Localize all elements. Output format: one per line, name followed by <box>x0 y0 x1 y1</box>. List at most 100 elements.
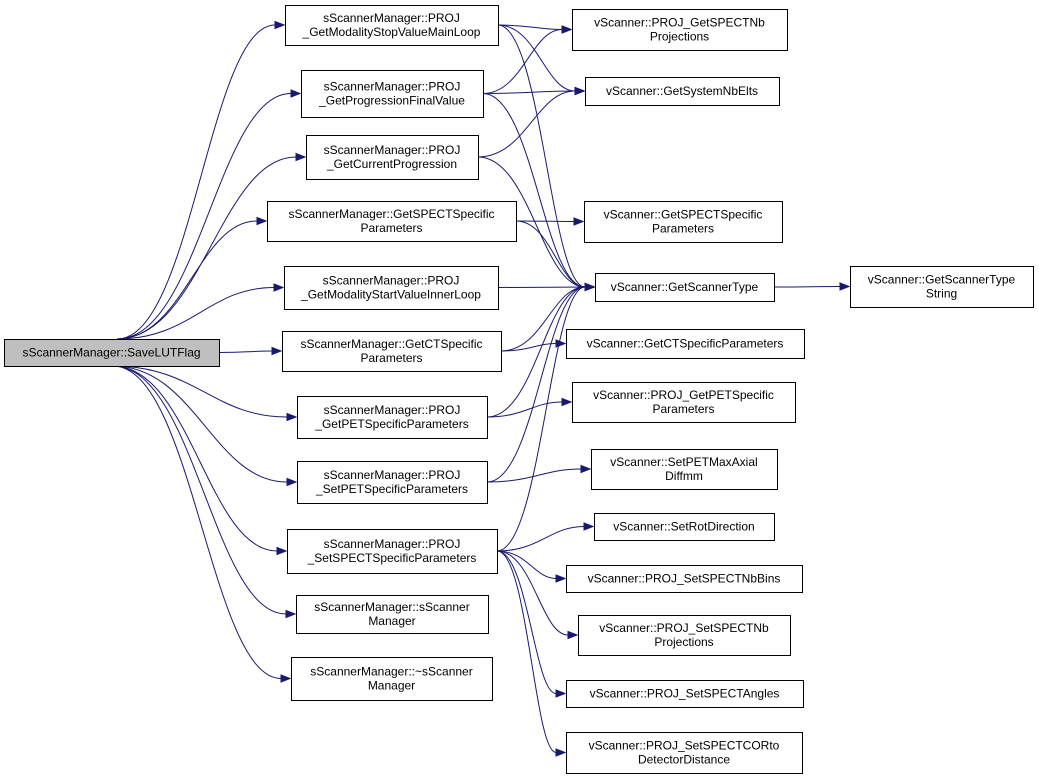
node-root[interactable]: sScannerManager::SaveLUTFlag <box>4 339 220 367</box>
node-label: Parameters <box>360 221 422 235</box>
node-gcp[interactable]: sScannerManager::PROJ_GetCurrentProgress… <box>306 135 479 180</box>
node-box[interactable] <box>267 201 517 242</box>
edge-line <box>496 286 586 552</box>
node-gmst[interactable]: sScannerManager::PROJ_GetModalityStartVa… <box>284 266 499 310</box>
node-v_nbbins[interactable]: vScanner::PROJ_SetSPECTNbBins <box>566 565 803 593</box>
node-box[interactable] <box>301 70 484 118</box>
arrowhead-icon <box>274 20 286 30</box>
node-gmsv[interactable]: sScannerManager::PROJ_GetModalityStopVal… <box>285 5 499 46</box>
edge-root-to-gpfv <box>116 89 302 340</box>
node-v_ct[interactable]: vScanner::GetCTSpecificParameters <box>566 329 805 359</box>
arrowhead-icon <box>555 748 567 757</box>
edge-line <box>496 526 585 552</box>
node-box[interactable] <box>282 331 502 372</box>
node-box[interactable] <box>595 273 775 302</box>
arrowhead-icon <box>273 283 285 292</box>
arrowhead-icon <box>271 346 283 356</box>
node-label: sScannerManager::SaveLUTFlag <box>22 346 200 360</box>
edge-line <box>773 286 841 288</box>
edge-gcp-to-v_nbelts <box>477 86 586 158</box>
node-label: Parameters <box>652 402 714 416</box>
node-box[interactable] <box>566 680 804 708</box>
node-v_type[interactable]: vScanner::GetScannerType <box>595 273 775 302</box>
node-box[interactable] <box>572 382 796 423</box>
node-box[interactable] <box>285 5 499 46</box>
node-v_pet[interactable]: vScanner::PROJ_GetPETSpecificParameters <box>572 382 796 423</box>
edge-gpet-to-v_pet <box>486 397 573 418</box>
node-ctor[interactable]: sScannerManager::sScannerManager <box>296 595 489 634</box>
node-label: sScannerManager::PROJ <box>324 80 461 94</box>
edge-line <box>477 156 586 288</box>
arrowhead-icon <box>839 282 851 291</box>
node-label: vScanner::GetSystemNbElts <box>606 84 758 98</box>
node-v_angles[interactable]: vScanner::PROJ_SetSPECTAngles <box>566 680 804 708</box>
node-box[interactable] <box>585 77 780 106</box>
node-gctp[interactable]: sScannerManager::GetCTSpecificParameters <box>282 331 502 372</box>
edge-line <box>112 365 287 615</box>
edge-line <box>116 220 258 340</box>
node-label: vScanner::PROJ_GetPETSpecific <box>593 388 774 402</box>
edge-line <box>496 550 557 694</box>
node-box[interactable] <box>297 396 488 439</box>
node-label: _SetPETSpecificParameters <box>315 482 468 496</box>
node-label: sScannerManager::PROJ <box>324 403 461 417</box>
node-label: Projections <box>654 635 713 649</box>
edge-sspect-to-v_cor <box>496 550 567 757</box>
node-v_rot[interactable]: vScanner::SetRotDirection <box>594 513 775 541</box>
node-v_nbelts[interactable]: vScanner::GetSystemNbElts <box>585 77 780 106</box>
node-label: vScanner::GetCTSpecificParameters <box>587 337 784 351</box>
edge-line <box>116 287 275 340</box>
edge-line <box>486 468 582 483</box>
node-label: _GetProgressionFinalValue <box>318 94 465 108</box>
arrowhead-icon <box>290 89 302 98</box>
node-label: Manager <box>368 679 415 693</box>
edge-line <box>486 286 586 483</box>
node-label: Parameters <box>652 222 714 236</box>
arrowhead-icon <box>584 282 596 292</box>
edge-line <box>496 550 557 579</box>
node-box[interactable] <box>572 9 788 51</box>
node-box[interactable] <box>566 732 803 774</box>
node-box[interactable] <box>306 135 479 180</box>
node-box[interactable] <box>584 201 783 243</box>
node-box[interactable] <box>591 449 778 490</box>
node-label: sScannerManager::~sScanner <box>310 665 472 679</box>
node-gsp[interactable]: sScannerManager::GetSPECTSpecificParamet… <box>267 201 517 242</box>
edge-sspect-to-v_type <box>496 282 596 552</box>
node-box[interactable] <box>284 266 499 310</box>
edge-root-to-spet <box>112 365 298 487</box>
edge-line <box>500 286 586 352</box>
node-spet[interactable]: sScannerManager::PROJ_SetPETSpecificPara… <box>297 461 488 504</box>
node-label: vScanner::PROJ_SetSPECTNbBins <box>588 572 781 586</box>
node-box[interactable] <box>578 615 791 656</box>
node-box[interactable] <box>850 266 1034 308</box>
edge-root-to-gsp <box>116 216 268 340</box>
node-box[interactable] <box>296 595 489 634</box>
node-box[interactable] <box>594 513 775 541</box>
edge-spet-to-v_maxax <box>486 464 592 483</box>
node-v_cor[interactable]: vScanner::PROJ_SetSPECTCORtoDetectorDist… <box>566 732 803 774</box>
node-label: _GetPETSpecificParameters <box>314 417 468 431</box>
edge-sspect-to-v_nbbins <box>496 550 567 583</box>
node-gpet[interactable]: sScannerManager::PROJ_GetPETSpecificPara… <box>297 396 488 439</box>
node-box[interactable] <box>4 339 220 367</box>
node-box[interactable] <box>287 529 498 574</box>
node-dtor[interactable]: sScannerManager::~sScannerManager <box>291 657 493 701</box>
edge-gmsv-to-v_type <box>497 24 596 292</box>
node-box[interactable] <box>291 657 493 701</box>
edges-layer <box>112 20 851 757</box>
arrowhead-icon <box>567 630 579 640</box>
node-box[interactable] <box>566 329 805 359</box>
node-gpfv[interactable]: sScannerManager::PROJ_GetProgressionFina… <box>301 70 484 118</box>
node-box[interactable] <box>566 565 803 593</box>
node-box[interactable] <box>297 461 488 504</box>
arrowhead-icon <box>583 522 595 531</box>
arrowhead-icon <box>555 339 567 348</box>
node-sspect[interactable]: sScannerManager::PROJ_SetSPECTSpecificPa… <box>287 529 498 574</box>
